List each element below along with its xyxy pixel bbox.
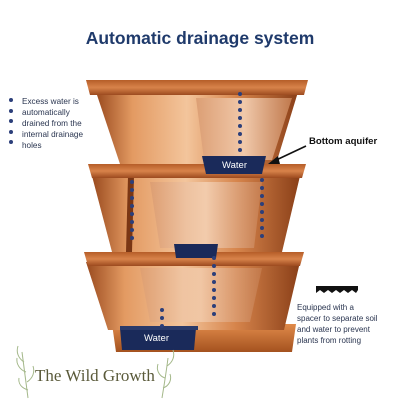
diagram-title: Automatic drainage system [85,28,315,48]
arrow-icon [268,145,307,164]
drain-path-bottom [160,256,216,328]
left-note-line-5: holes [22,141,42,150]
bottom-aquifer-callout: Bottom aquifer [309,136,378,147]
drain-path-middle-left [130,180,134,240]
spacer-note-line-3: and water to prevent [297,325,370,334]
water-label-top: Water [222,160,247,171]
spacer-icon [316,286,358,293]
spacer-note-line-1: Equipped with a [297,303,354,312]
spacer-note: Equipped with a spacer to separate soil … [297,302,378,346]
left-note-line-1: Excess water is [22,97,79,106]
left-note-line-4: internal drainage [22,130,83,139]
tier-middle [88,164,306,258]
water-label-bottom: Water [144,333,169,344]
drain-path-top [238,92,242,152]
drain-path-middle-right [260,178,264,238]
tier-top [86,80,308,174]
leaf-icon [16,345,175,399]
left-note-line-3: drained from the [22,119,82,128]
spacer-note-line-4: plants from rotting [297,336,362,345]
left-note-line-2: automatically [22,108,70,117]
left-note-dots [9,98,13,151]
spacer-note-line-2: spacer to separate soil [297,314,378,323]
brand-watermark: The Wild Growth [35,366,155,385]
tier-bottom [84,252,304,352]
